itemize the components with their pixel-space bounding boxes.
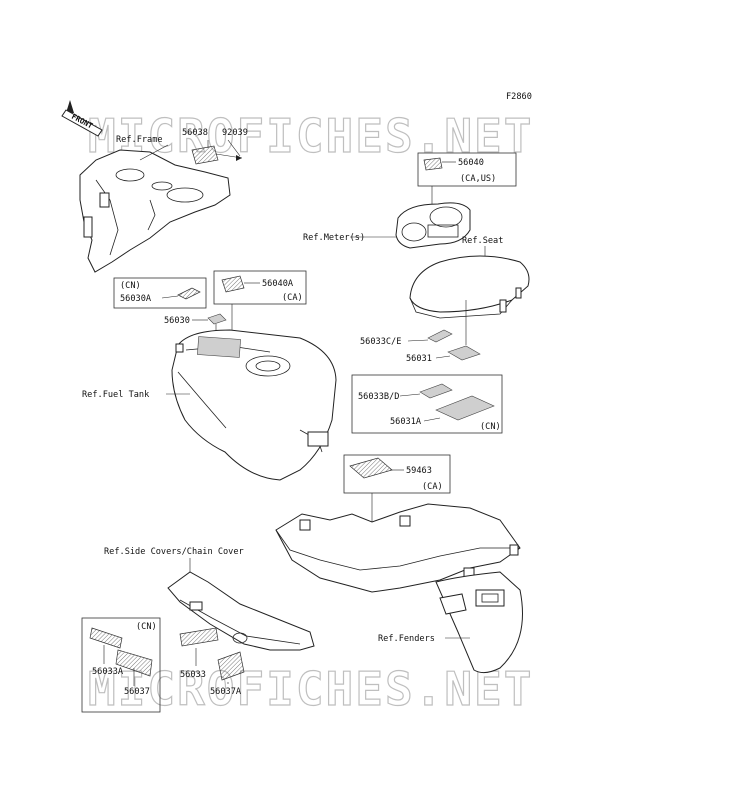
- ref-meters-label: Ref.Meter(s): [303, 233, 365, 243]
- cn-note-3: (CN): [136, 622, 157, 632]
- fender-drawing: [275, 503, 523, 674]
- label-56038: [191, 145, 219, 165]
- seat-drawing: [409, 255, 530, 319]
- ref-side-covers-label: Ref.Side Covers/Chain Cover: [104, 547, 244, 557]
- figure-id: F2860: [506, 92, 532, 102]
- watermark-top: MICROFICHES.NET: [88, 109, 533, 163]
- ca-note-1: (CA): [282, 293, 303, 303]
- part-56031: 56031: [406, 354, 432, 364]
- part-56040: 56040: [458, 158, 484, 168]
- ca-note-2: (CA): [422, 482, 443, 492]
- cn-note-1: (CN): [120, 281, 141, 291]
- label-59463: [349, 457, 393, 479]
- meter-drawing: [395, 202, 471, 249]
- label-56033CE: [427, 329, 453, 343]
- frame-drawing: [79, 149, 231, 273]
- part-59463: 59463: [406, 466, 432, 476]
- label-56030A: [177, 287, 201, 300]
- label-56030: [207, 313, 227, 325]
- watermark-bottom: MICROFICHES.NET: [88, 662, 533, 716]
- label-56037: [115, 649, 153, 677]
- chain-cover-drawing: [167, 571, 315, 651]
- part-56037: 56037: [124, 687, 150, 697]
- ref-frame-label: Ref.Frame: [116, 135, 163, 145]
- part-56040A: 56040A: [262, 279, 294, 289]
- part-56031A: 56031A: [390, 417, 422, 427]
- label-56031A: [435, 395, 495, 421]
- box-56040: [417, 152, 517, 187]
- label-56033A: [89, 627, 123, 649]
- box-56033A: [81, 617, 161, 713]
- box-56031A: [351, 374, 503, 434]
- part-56033: 56033: [180, 670, 206, 680]
- part-56033BD: 56033B/D: [358, 392, 399, 402]
- ref-fenders-label: Ref.Fenders: [378, 634, 435, 644]
- ref-seat-label: Ref.Seat: [462, 236, 503, 246]
- part-92039: 92039: [222, 128, 248, 138]
- label-56033: [179, 627, 219, 647]
- part-56038: 56038: [182, 128, 208, 138]
- part-56033A: 56033A: [92, 667, 124, 677]
- ref-fuel-tank-label: Ref.Fuel Tank: [82, 390, 150, 400]
- part-56030A: 56030A: [120, 294, 152, 304]
- box-56030A: [113, 277, 207, 309]
- fuel-tank-drawing: [171, 329, 337, 481]
- ca-us-note: (CA,US): [460, 174, 496, 184]
- label-56040: [423, 157, 443, 171]
- box-59463: [343, 454, 451, 494]
- part-56033CE: 56033C/E: [360, 337, 401, 347]
- part-56037A: 56037A: [210, 687, 242, 697]
- label-56033BD: [419, 383, 453, 399]
- part-56030: 56030: [164, 316, 190, 326]
- label-56031: [447, 345, 481, 361]
- label-56037A: [217, 651, 245, 681]
- cn-note-2: (CN): [480, 422, 501, 432]
- label-56040A: [221, 275, 245, 293]
- box-56040A: [213, 270, 307, 305]
